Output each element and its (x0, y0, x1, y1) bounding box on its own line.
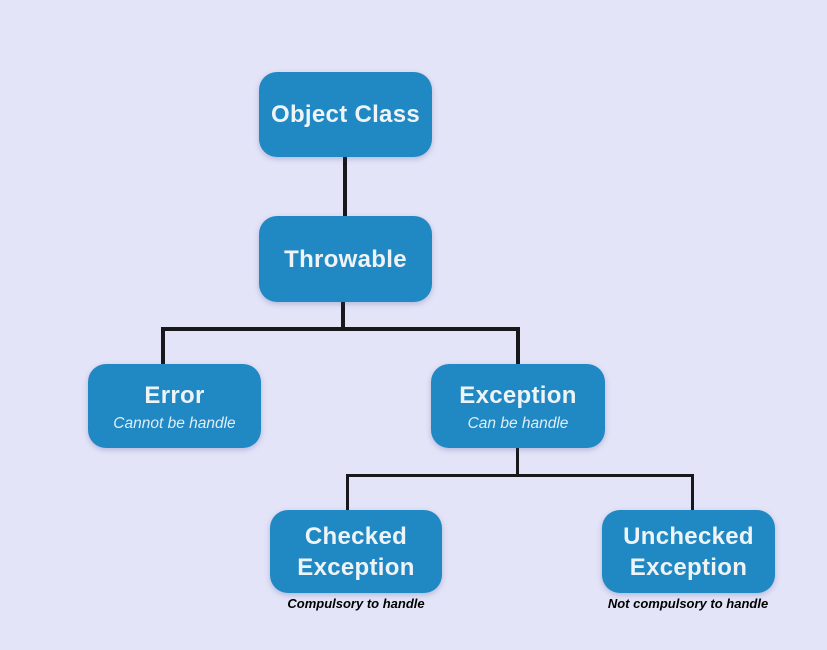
node-unchecked-exception-label: Unchecked Exception (623, 522, 754, 581)
node-checked-exception: Checked Exception (270, 510, 442, 593)
node-object-class-label: Object Class (271, 101, 420, 128)
node-exception-label: Exception (459, 381, 577, 409)
node-error-label: Error (144, 381, 205, 409)
edge-throwable-stem (341, 299, 345, 331)
edge-branch-to-unchecked (691, 474, 694, 511)
node-error-subtitle: Cannot be handle (113, 414, 236, 432)
node-error: Error Cannot be handle (88, 364, 261, 448)
node-object-class: Object Class (259, 72, 432, 157)
edge-exception-branch-bar (346, 474, 694, 477)
node-throwable-label: Throwable (284, 245, 407, 273)
edge-branch-to-error (161, 327, 165, 365)
edge-branch-to-exception (516, 327, 520, 365)
node-unchecked-exception: Unchecked Exception (602, 510, 775, 593)
node-throwable: Throwable (259, 216, 432, 302)
caption-unchecked-exception: Not compulsory to handle (607, 596, 769, 611)
edge-exception-stem (516, 447, 519, 476)
node-exception-subtitle: Can be handle (467, 414, 569, 432)
node-exception: Exception Can be handle (431, 364, 605, 448)
caption-checked-exception: Compulsory to handle (287, 596, 425, 611)
edge-throwable-branch-bar (161, 327, 520, 331)
node-checked-exception-label: Checked Exception (297, 522, 415, 581)
edge-object-to-throwable (343, 156, 347, 217)
edge-branch-to-checked (346, 474, 349, 511)
